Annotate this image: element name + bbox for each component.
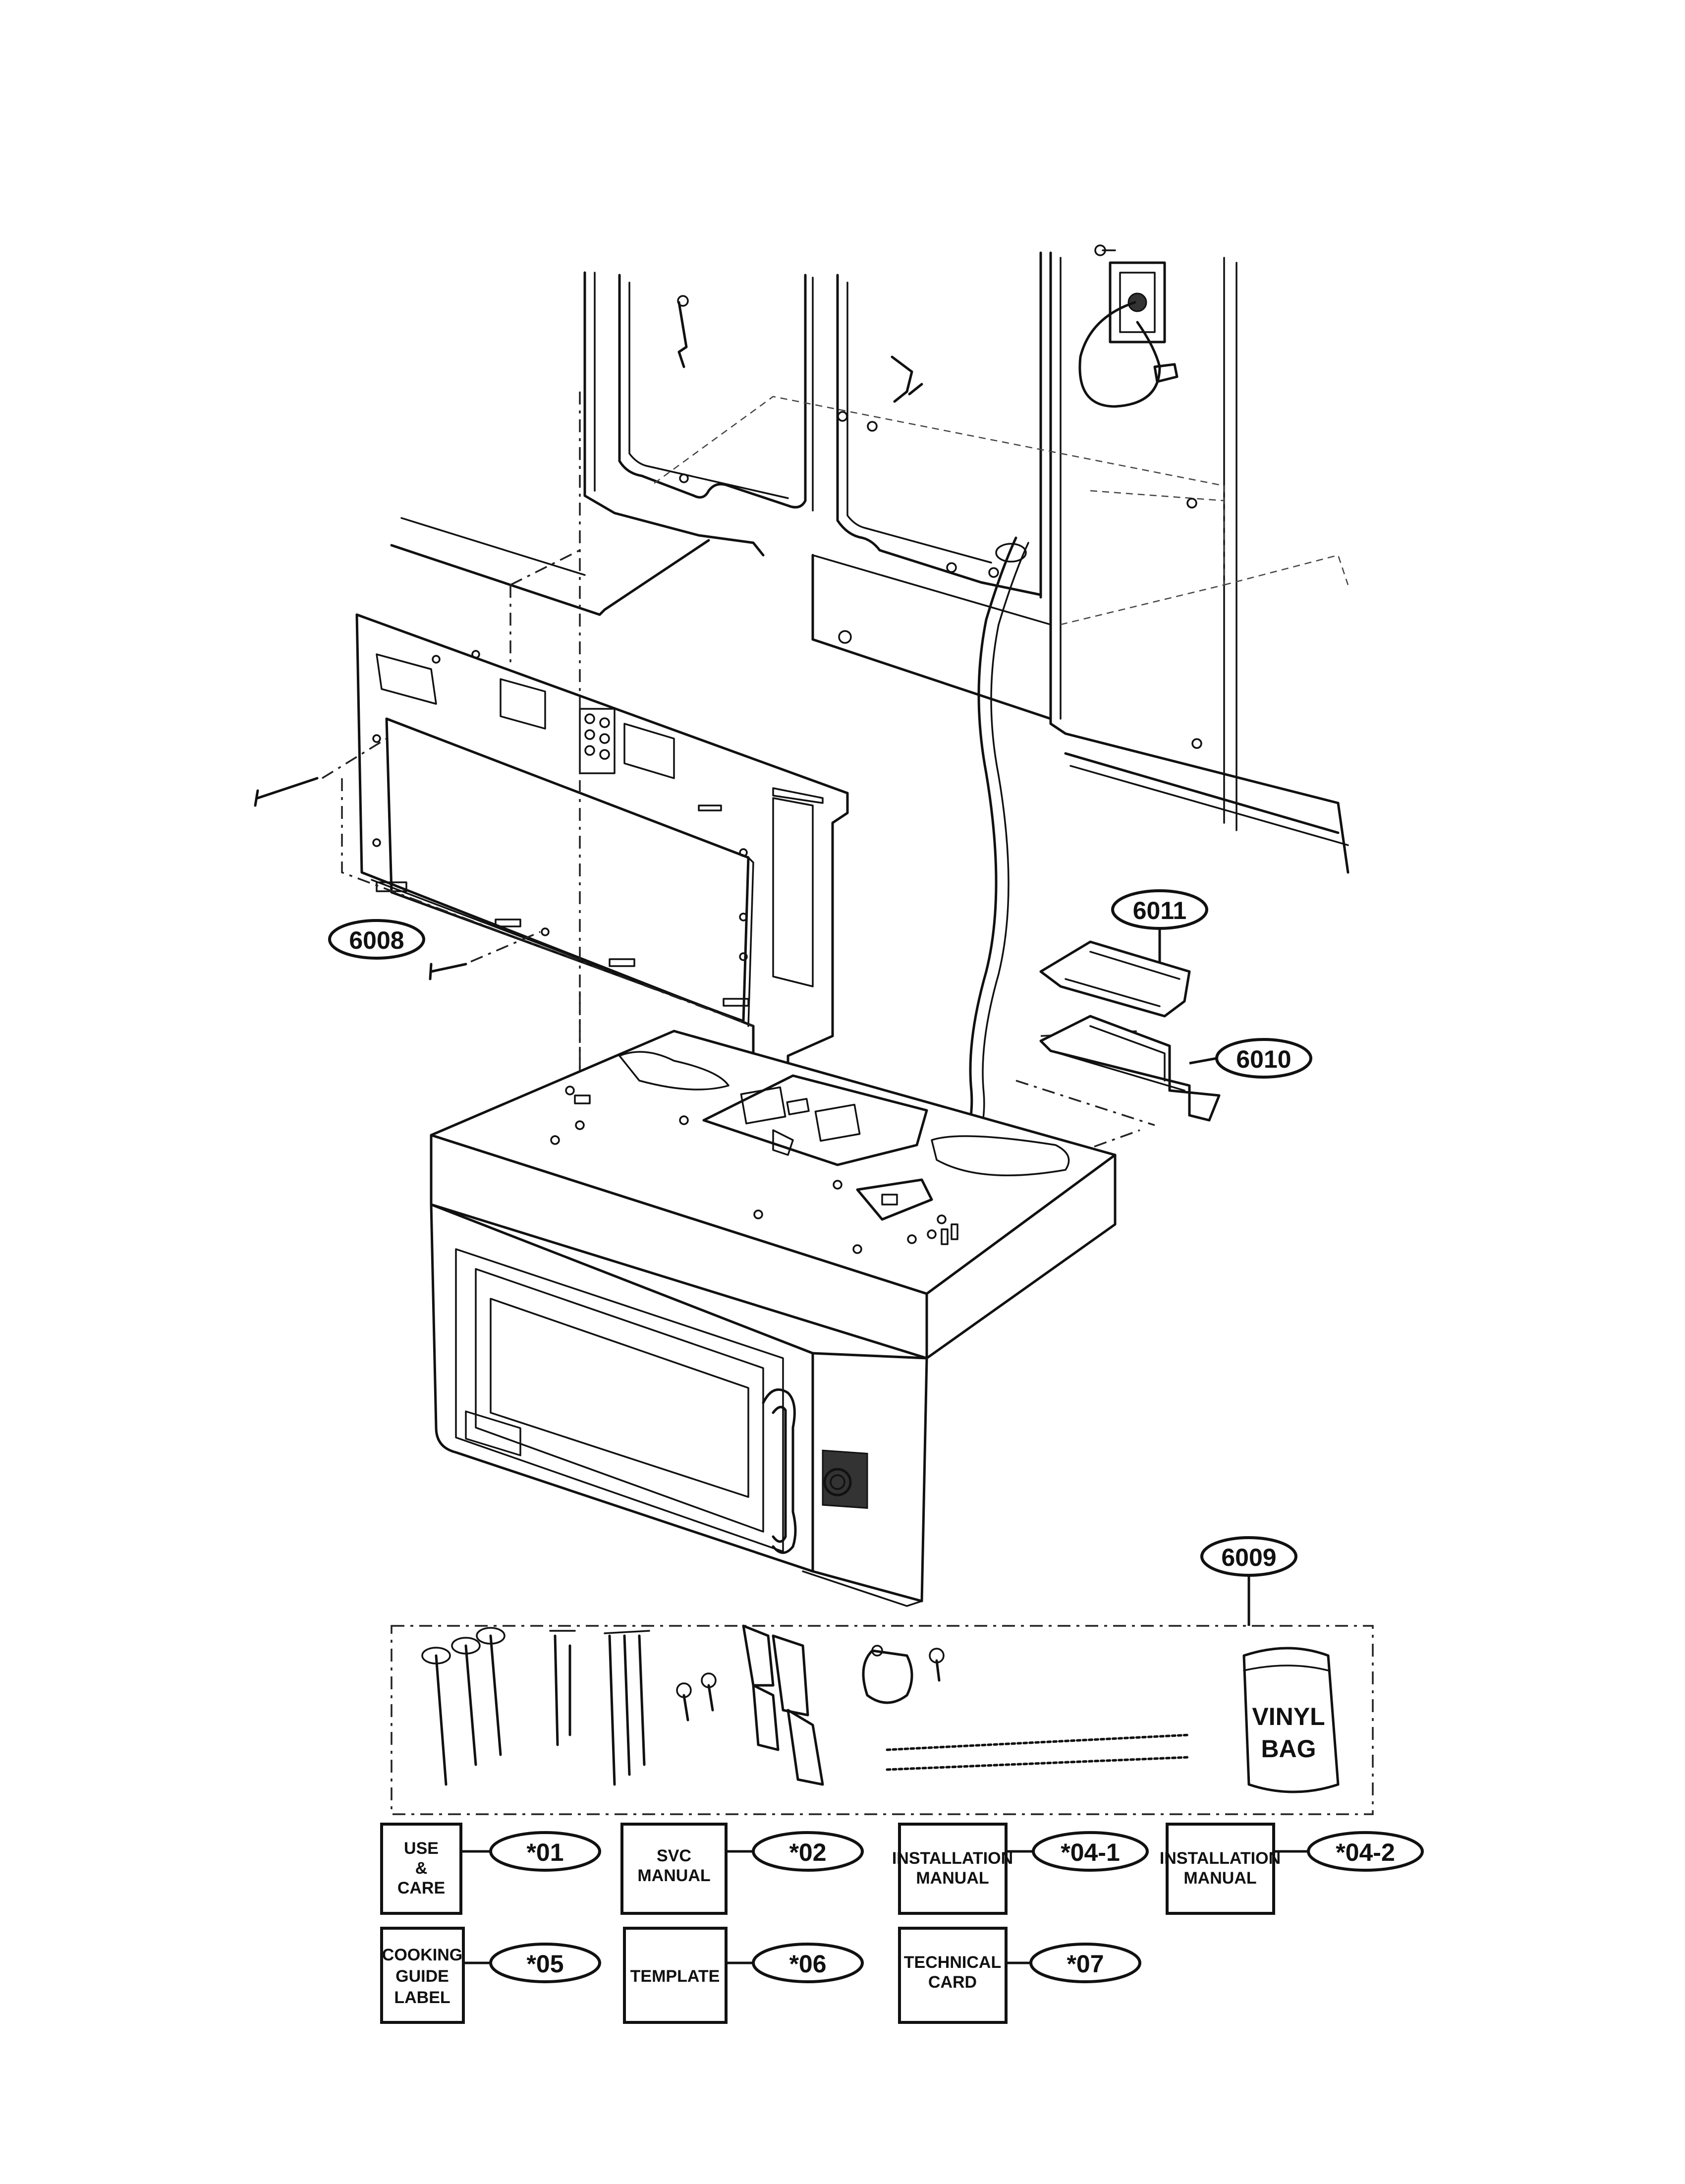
doc-technical-card-line1: TECHNICAL [904, 1953, 1001, 1972]
callout-04-2-label: *04-2 [1336, 1839, 1395, 1866]
toggle-bolts [549, 1630, 576, 1746]
callout-6011: 6011 [1111, 889, 1208, 962]
doc-installation-manual-2-line1: INSTALLATION [1160, 1849, 1281, 1868]
doc-cooking-guide-label: COOKING GUIDE LABEL *05 [380, 1927, 601, 2024]
doc-installation-manual-2-line2: MANUAL [1183, 1869, 1256, 1888]
callout-6008-label: 6008 [349, 926, 404, 954]
doc-technical-card: TECHNICAL CARD *07 [898, 1927, 1141, 2024]
callout-04-1-label: *04-1 [1061, 1839, 1120, 1866]
doc-use-care-line1: USE [404, 1839, 439, 1858]
doc-installation-manual-1: INSTALLATION MANUAL *04-1 [892, 1823, 1149, 1915]
callout-01-label: *01 [526, 1839, 563, 1866]
mounting-plate-6008 [355, 613, 849, 1092]
doc-installation-manual-2: INSTALLATION MANUAL *04-2 [1160, 1823, 1424, 1915]
vinyl-bag-label-line2: BAG [1261, 1735, 1316, 1763]
doc-use-care-line3: CARE [397, 1879, 445, 1897]
doc-use-care-line2: & [415, 1859, 428, 1878]
doc-technical-card-line2: CARD [928, 1973, 977, 1992]
vinyl-bag: VINYL BAG [1242, 1647, 1340, 1793]
upper-cabinets [390, 244, 1349, 1158]
damper-6011 [1039, 940, 1191, 1018]
hardware-kit-6009: VINYL BAG [391, 1624, 1374, 1815]
mesh-strips [886, 1733, 1191, 1771]
doc-use-care: USE & CARE *01 [380, 1823, 601, 1915]
callout-02-label: *02 [789, 1839, 826, 1866]
callout-6008: 6008 [328, 919, 425, 960]
vinyl-bag-label-line1: VINYL [1252, 1703, 1325, 1730]
plate-screws [254, 738, 754, 1027]
duct-adapter-6010 [1039, 1015, 1221, 1122]
doc-cooking-guide-line1: COOKING [382, 1946, 462, 1964]
doc-cooking-guide-line3: LABEL [394, 1988, 450, 2007]
callout-6010: 6010 [1189, 1038, 1312, 1079]
doc-svc-manual-line1: SVC [657, 1846, 691, 1865]
long-bolts [604, 1630, 650, 1786]
wood-screws [421, 1627, 506, 1786]
callout-6009: 6009 [1200, 1536, 1297, 1626]
callout-6009-label: 6009 [1221, 1544, 1276, 1571]
callout-06-label: *06 [789, 1950, 826, 1978]
small-screws [676, 1672, 717, 1722]
doc-installation-manual-1-line2: MANUAL [916, 1869, 989, 1888]
callout-05-label: *05 [526, 1950, 563, 1978]
cable-clamp [862, 1645, 945, 1704]
doc-svc-manual: SVC MANUAL *02 [620, 1823, 864, 1915]
plate-hole-grid [584, 713, 610, 760]
callout-6010-label: 6010 [1236, 1045, 1291, 1073]
doc-template: TEMPLATE *06 [623, 1927, 864, 2024]
doc-svc-manual-line2: MANUAL [637, 1866, 710, 1885]
callout-07-label: *07 [1067, 1950, 1104, 1978]
doc-installation-manual-1-line1: INSTALLATION [892, 1849, 1013, 1868]
microwave-oven [430, 1030, 1117, 1607]
toggle-wings [742, 1624, 824, 1786]
doc-cooking-guide-line2: GUIDE [395, 1967, 449, 1986]
doc-template-line1: TEMPLATE [630, 1967, 720, 1986]
callout-6011-label: 6011 [1133, 897, 1186, 924]
